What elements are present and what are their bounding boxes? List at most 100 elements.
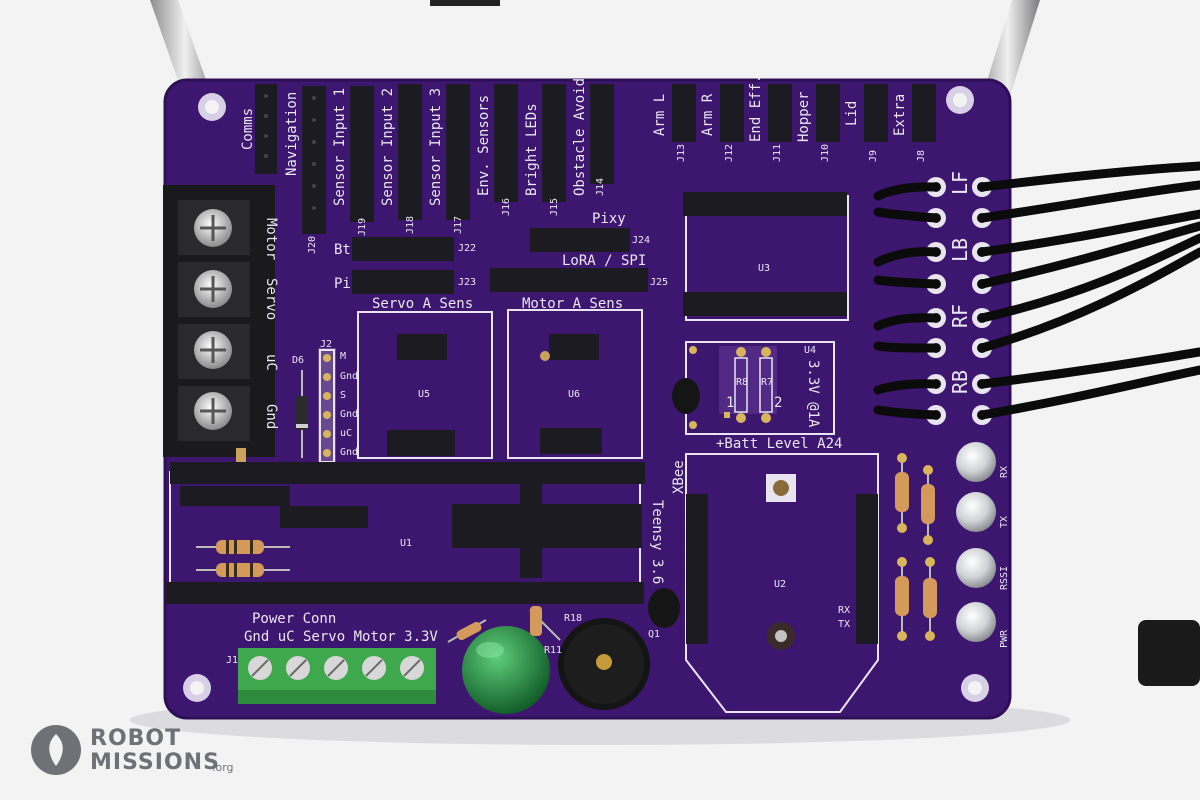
header-pins [264, 94, 316, 210]
j2-pin-gnd-1: Gnd [340, 371, 359, 382]
label-motor-rb: RB [948, 369, 972, 394]
label-j11: J11 [772, 143, 783, 162]
label-power-conn: Power Conn [252, 611, 337, 627]
horizontal-headers [352, 228, 648, 294]
label-hopper: Hopper [796, 91, 812, 142]
led-resistors [447, 606, 561, 643]
label-motor-a-sens: Motor A Sens [522, 296, 624, 312]
label-motor-lb: LB [948, 237, 972, 262]
label-j2: J2 [320, 339, 333, 350]
label-u1: U1 [400, 538, 413, 549]
label-motor: Motor [263, 218, 279, 261]
j2-header [318, 348, 336, 464]
label-regulator-rating: 3.3V @1A [805, 360, 821, 428]
label-led-rssi: RSSI [999, 565, 1010, 590]
label-arm-l: Arm L [652, 93, 668, 136]
screw-terminal-block [163, 185, 275, 462]
power-led-green [462, 626, 550, 714]
top-headers-right [672, 84, 936, 142]
label-gnd: Gnd [263, 404, 279, 430]
watermark-line-2: MISSIONS [90, 750, 220, 775]
label-pixy: Pixy [592, 211, 626, 227]
label-j14: J14 [595, 177, 606, 196]
resistors-left [196, 540, 290, 577]
u3-socket [683, 192, 849, 321]
label-bt: Bt [334, 242, 351, 258]
label-led-tx: TX [999, 515, 1010, 528]
label-sensor-input-3: Sensor Input 3 [428, 87, 444, 206]
label-j25: J25 [650, 277, 669, 288]
label-j20: J20 [307, 235, 318, 254]
j2-pin-gnd-3: Gnd [340, 447, 359, 458]
label-j18: J18 [405, 215, 416, 234]
power-terminal [238, 648, 436, 704]
label-u6: U6 [568, 389, 581, 400]
label-u2: U2 [774, 579, 787, 590]
resistors-right [895, 453, 937, 641]
label-u4: U4 [804, 345, 817, 356]
j2-pin-m: M [340, 351, 347, 362]
label-xbee: XBee [671, 460, 687, 494]
j2-pin-s: S [340, 390, 347, 401]
label-j22: J22 [458, 243, 477, 254]
label-env-sensors: Env. Sensors [476, 94, 492, 196]
label-extra: Extra [892, 93, 908, 136]
label-sensor-input-2: Sensor Input 2 [380, 87, 396, 206]
j2-pin-uc: uC [340, 428, 353, 439]
current-sensor-outlines [357, 309, 643, 459]
top-headers-left [255, 84, 614, 234]
label-lid: Lid [844, 100, 860, 126]
label-led-rx: RX [999, 465, 1010, 478]
label-j1: J1 [226, 655, 239, 666]
d6-diode [296, 370, 308, 458]
label-xbee-rx: RX [838, 605, 851, 616]
label-power-pins: Gnd uC Servo Motor 3.3V [244, 629, 438, 645]
label-j23: J23 [458, 277, 477, 288]
label-j15: J15 [549, 197, 560, 216]
label-end-eff: End Eff. [748, 74, 764, 142]
label-j17: J17 [453, 215, 464, 234]
label-u4-pin-1: 1 [726, 395, 735, 411]
label-motor-lf: LF [948, 170, 972, 195]
label-comms: Comms [240, 107, 256, 150]
xbee-socket [685, 453, 879, 713]
motor-wires [873, 161, 1200, 420]
label-obstacle-avoid: Obstacle Avoid [572, 77, 588, 196]
u4-regulator [685, 341, 835, 435]
label-xbee-tx: TX [838, 619, 851, 630]
label-j24: J24 [632, 235, 651, 246]
label-u4-pin-2: 2 [774, 395, 783, 411]
label-j13: J13 [676, 143, 687, 162]
label-bright-leds: Bright LEDs [524, 103, 540, 196]
label-pi: Pi [334, 276, 351, 292]
label-j8: J8 [916, 149, 927, 162]
label-lora-spi: LoRA / SPI [562, 253, 647, 269]
robot-missions-logo-icon [31, 725, 81, 775]
label-motor-rf: RF [948, 303, 972, 328]
buzzer [558, 618, 650, 710]
label-u5: U5 [418, 389, 431, 400]
j2-pin-gnd-2: Gnd [340, 409, 359, 420]
label-j10: J10 [820, 143, 831, 162]
watermark-line-1: ROBOT [90, 726, 182, 751]
teensy-socket [166, 462, 645, 604]
label-arm-r: Arm R [700, 93, 716, 136]
label-q1: Q1 [648, 629, 661, 640]
label-j16: J16 [501, 197, 512, 216]
watermark-suffix: .org [212, 761, 234, 774]
label-navigation: Navigation [284, 91, 300, 176]
label-r8: R8 [736, 377, 749, 388]
label-j19: J19 [357, 217, 368, 236]
label-r11: R11 [544, 645, 563, 656]
label-teensy: Teensy 3.6 [649, 500, 665, 585]
label-led-pwr: PWR [999, 629, 1010, 648]
label-uc: uC [263, 354, 279, 371]
label-sensor-input-1: Sensor Input 1 [332, 87, 348, 206]
robot-missions-watermark: ROBOT MISSIONS .org [30, 722, 260, 778]
label-r18: R18 [564, 613, 583, 624]
label-j12: J12 [724, 143, 735, 162]
label-batt-level: +Batt Level A24 [716, 436, 843, 452]
label-u3: U3 [758, 263, 771, 274]
black-cable-block [1138, 620, 1200, 686]
